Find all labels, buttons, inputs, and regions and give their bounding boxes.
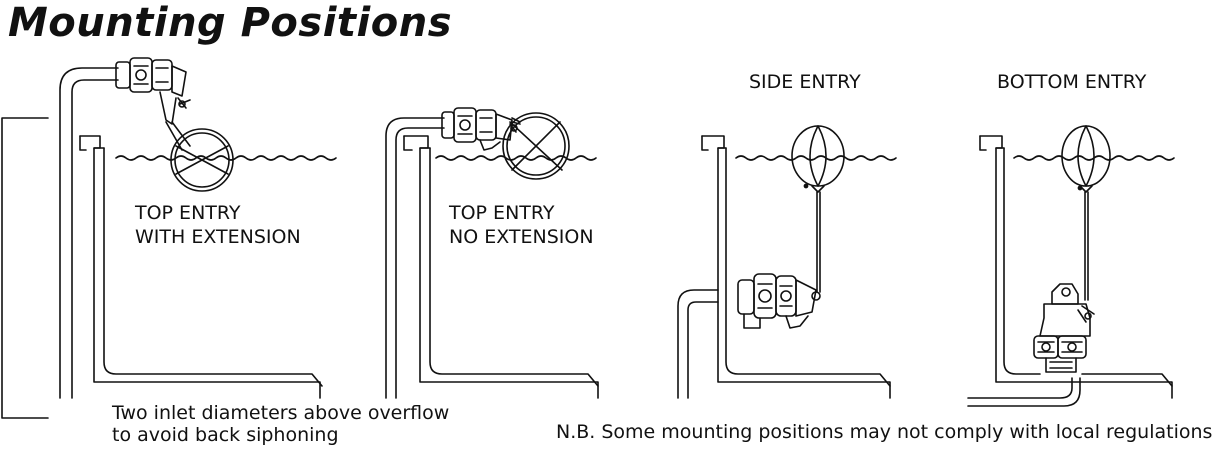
nb-note: N.B. Some mounting positions may not com…: [556, 421, 1213, 443]
panel-bottom-entry: [967, 125, 1175, 407]
panel-top-entry-extension: [1, 57, 337, 419]
panel4-valve: [1033, 283, 1095, 373]
panel1-valve: [115, 57, 191, 151]
panel3-tank-wall: [701, 135, 891, 399]
panel3-float-ball: [791, 125, 845, 193]
panel3-valve: [737, 273, 821, 329]
panel4-header: BOTTOM ENTRY: [997, 71, 1147, 93]
panel2-tank-wall: [403, 135, 599, 399]
panel2-label-line1: TOP ENTRY: [449, 202, 555, 224]
panel2-label-line2: NO EXTENSION: [449, 226, 594, 248]
panel3-inlet-pipe: [677, 289, 719, 399]
panel4-float-rod: [1084, 191, 1089, 301]
panel3-header: SIDE ENTRY: [749, 71, 861, 93]
panel2-inlet-pipe: [385, 117, 445, 399]
panel3-water-line: [735, 155, 897, 161]
panel4-float-ball: [1061, 125, 1111, 193]
panel1-label-line2: WITH EXTENSION: [135, 226, 301, 248]
panel-top-entry-no-extension: [385, 107, 599, 399]
panel1-water-line: [115, 155, 337, 161]
panel3-float-rod: [816, 191, 821, 293]
page-title: Mounting Positions: [8, 0, 453, 46]
panel2-water-line: [435, 155, 597, 161]
panel1-tank-wall: [79, 135, 321, 399]
panel1-label-line1: TOP ENTRY: [135, 202, 241, 224]
panel1-float-ball: [170, 128, 234, 192]
panel-side-entry: [677, 125, 897, 399]
inlet-note-line2: to avoid back siphoning: [112, 424, 339, 446]
inlet-note-line1: Two inlet diameters above overflow: [112, 402, 450, 424]
panel4-inlet-pipe: [967, 377, 1073, 399]
panel2-float-ball: [502, 112, 570, 180]
panel1-inlet-pipe: [59, 67, 119, 399]
panel1-outer-bracket: [1, 117, 49, 419]
